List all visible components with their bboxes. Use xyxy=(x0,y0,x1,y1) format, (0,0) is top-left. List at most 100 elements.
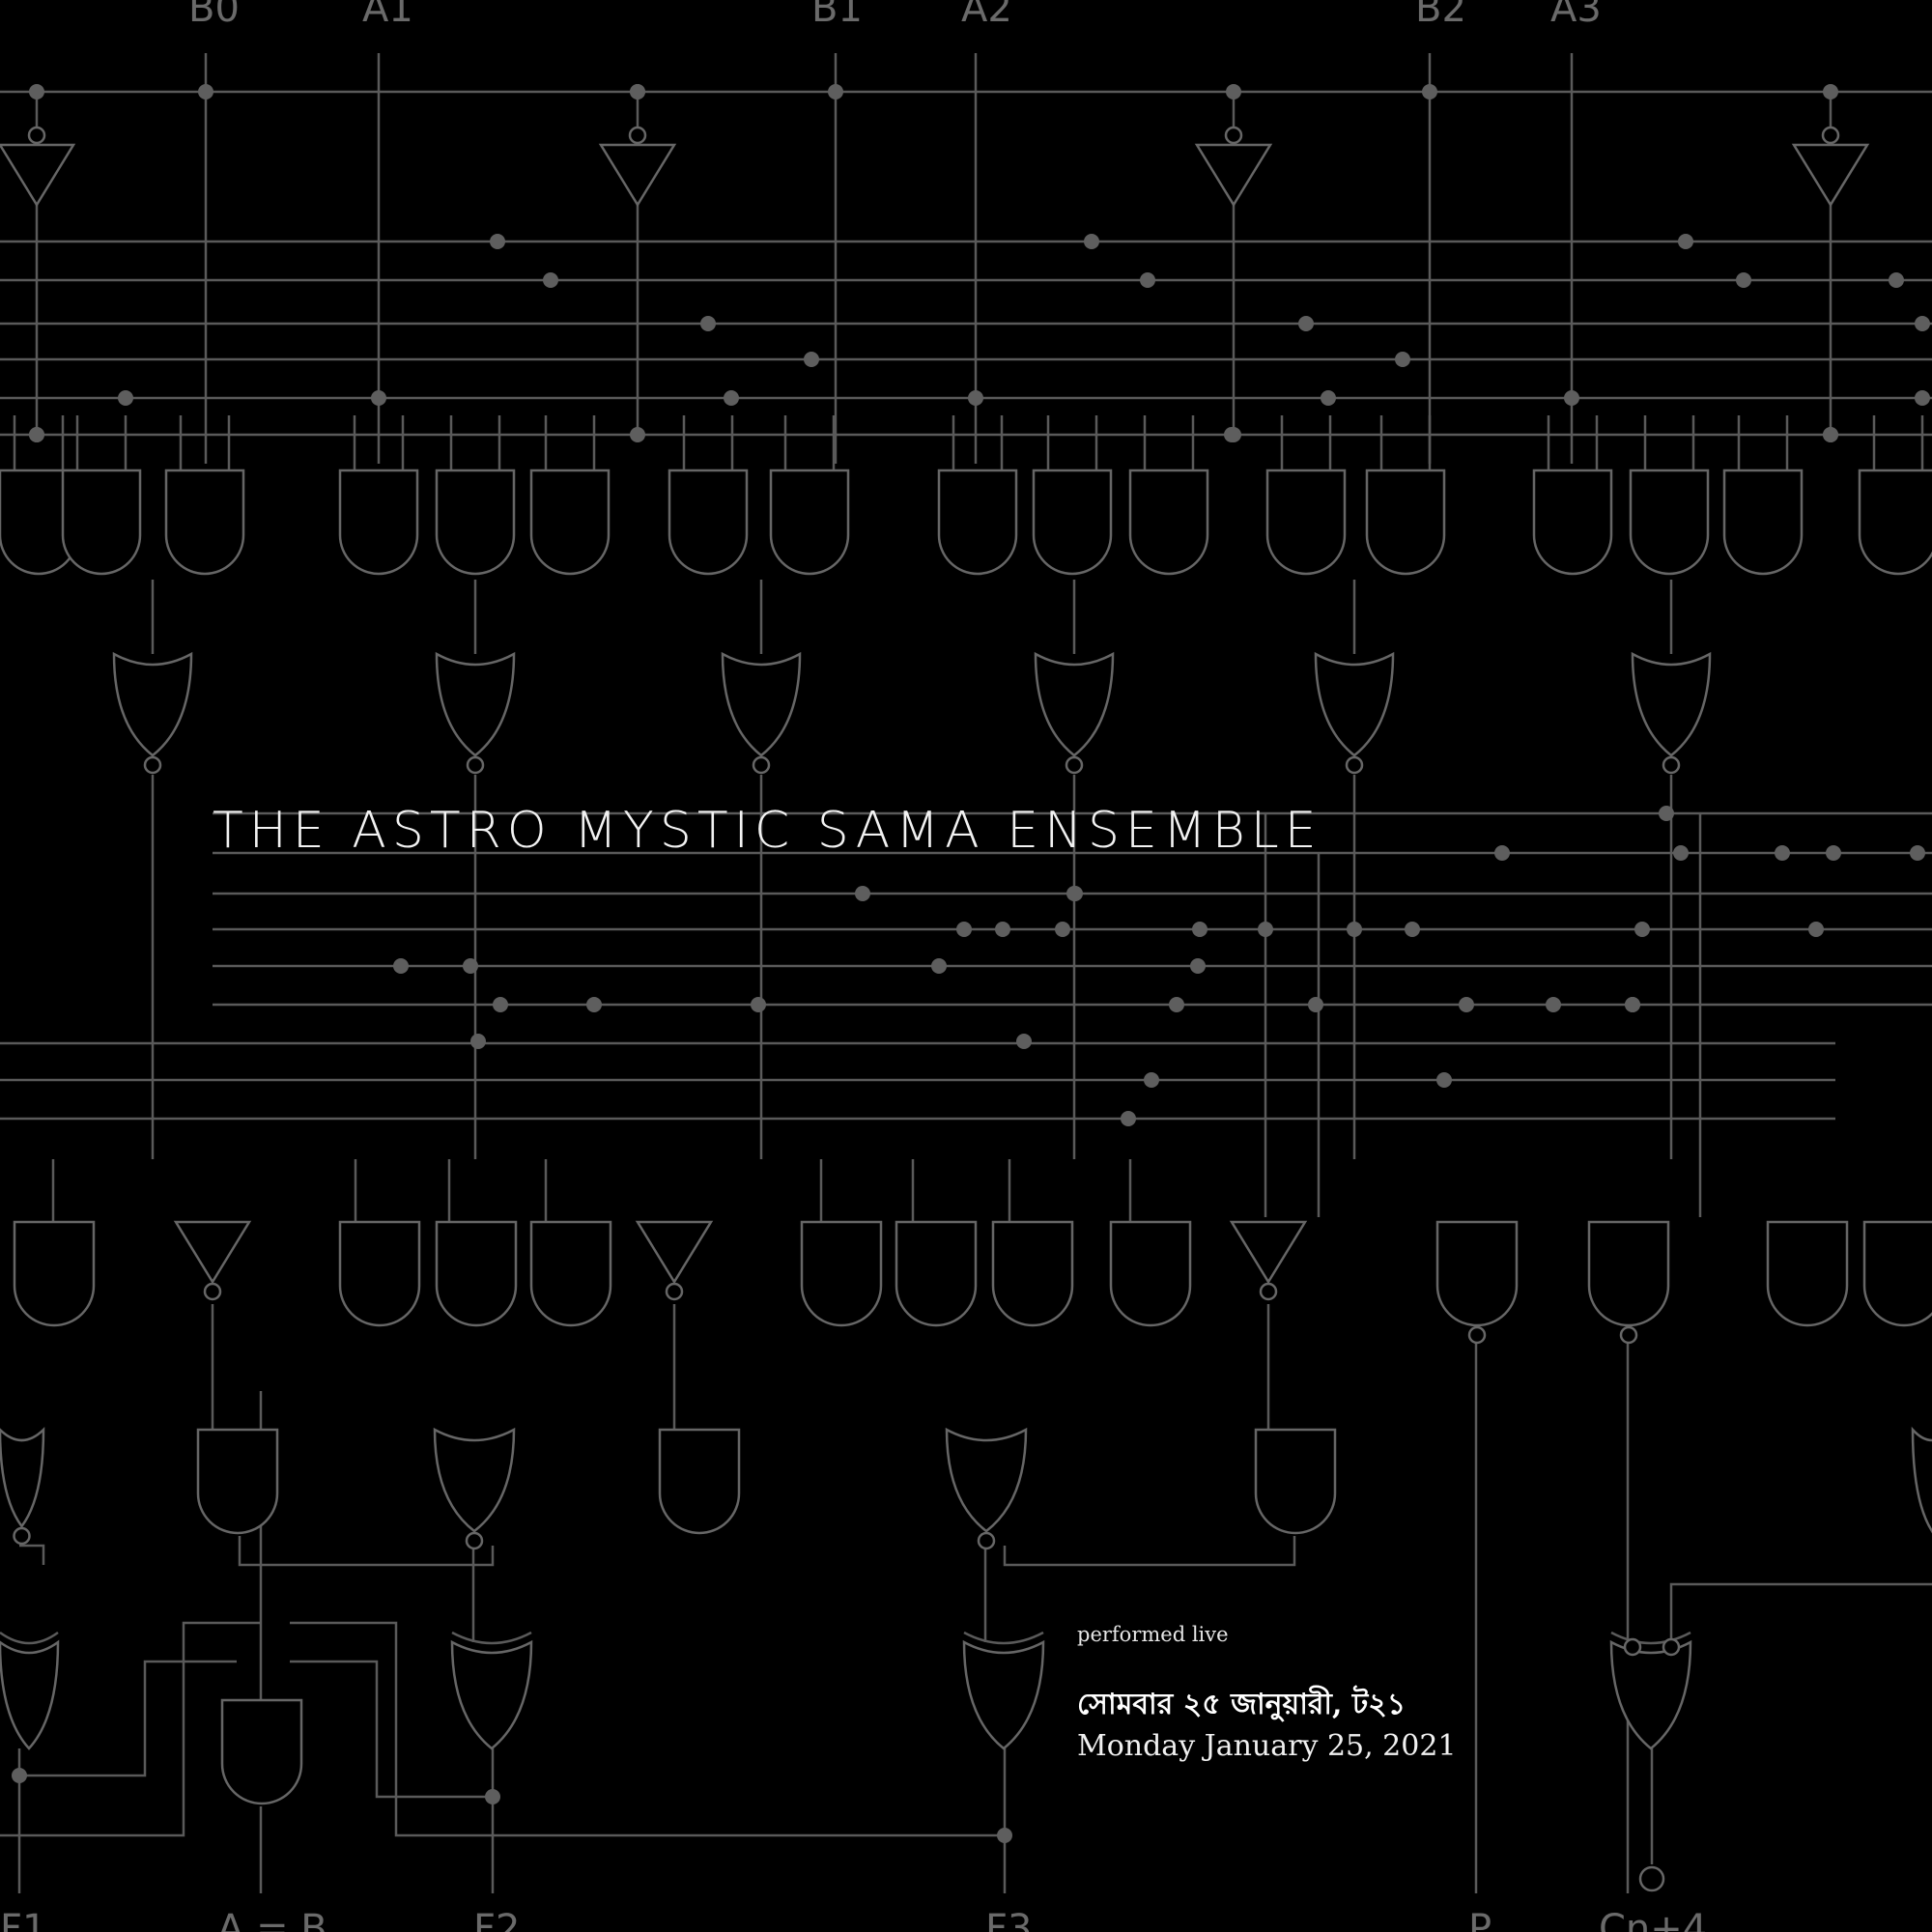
buffer-gate xyxy=(635,1220,714,1285)
xor-arc xyxy=(963,1631,1044,1645)
junction-dot xyxy=(1564,390,1579,406)
and-gate xyxy=(1587,1220,1670,1327)
inverter-bubble xyxy=(1224,126,1243,145)
junction-dot xyxy=(630,427,645,442)
pin-label-f1: F1 xyxy=(0,1907,46,1932)
inverter-gate xyxy=(0,143,76,208)
junction-dot xyxy=(485,1789,500,1804)
or-gate xyxy=(1911,1426,1932,1534)
and-gate xyxy=(991,1220,1074,1327)
junction-dot xyxy=(1673,845,1689,861)
circuit-gates xyxy=(0,126,1932,1892)
or-gate xyxy=(0,1427,45,1529)
junction-dot xyxy=(1910,845,1925,861)
inverter-bubble xyxy=(628,126,647,145)
junction-dot xyxy=(1121,1111,1136,1126)
inverter-bubble xyxy=(27,126,46,145)
or-gate xyxy=(1034,651,1115,757)
junction-dot xyxy=(1395,352,1410,367)
junction-dot xyxy=(1192,922,1208,937)
performed-live-label: performed live xyxy=(1077,1623,1229,1646)
and-gate xyxy=(435,1220,518,1327)
and-gate xyxy=(220,1698,303,1805)
junction-dot xyxy=(1659,806,1674,821)
or-gate xyxy=(112,651,193,757)
junction-dot xyxy=(1436,1072,1452,1088)
and-gate xyxy=(1265,469,1347,576)
junction-dot xyxy=(931,958,947,974)
inverter-bubble xyxy=(1821,126,1840,145)
junction-dot xyxy=(1258,922,1273,937)
inverter-bubble xyxy=(13,1526,31,1546)
and-gate xyxy=(13,1220,96,1327)
junction-dot xyxy=(29,427,44,442)
junction-dot xyxy=(724,390,739,406)
and-gate xyxy=(800,1220,883,1327)
junction-dot xyxy=(1459,997,1474,1012)
junction-dot xyxy=(586,997,602,1012)
inverter-bubble xyxy=(977,1531,996,1550)
junction-dot xyxy=(751,997,766,1012)
and-gate xyxy=(668,469,749,576)
pin-label-f2: F2 xyxy=(473,1907,520,1932)
junction-dot xyxy=(1823,84,1838,99)
buffer-gate xyxy=(173,1220,252,1285)
pin-label-b0: B0 xyxy=(188,0,240,31)
pin-label-a2: A2 xyxy=(961,0,1012,31)
junction-dot xyxy=(1321,390,1336,406)
and-gate xyxy=(1365,469,1446,576)
junction-dot xyxy=(1308,997,1323,1012)
junction-dot xyxy=(493,997,508,1012)
circuit-wires xyxy=(0,53,1932,1893)
junction-dot xyxy=(1084,234,1099,249)
inverter-gate xyxy=(1194,143,1273,208)
junction-dot xyxy=(1224,427,1239,442)
xor-arc xyxy=(0,1631,59,1645)
pin-label-b2: B2 xyxy=(1415,0,1466,31)
wire xyxy=(238,1536,495,1567)
date-english: Monday January 25, 2021 xyxy=(1077,1729,1457,1763)
junction-dot xyxy=(1405,922,1420,937)
inverter-bubble xyxy=(203,1282,222,1301)
junction-dot xyxy=(1422,84,1437,99)
junction-dot xyxy=(1055,922,1070,937)
circuit-junctions xyxy=(12,84,1930,1843)
junction-dot xyxy=(804,352,819,367)
junction-dot xyxy=(543,272,558,288)
and-gate xyxy=(529,1220,612,1327)
junction-dot xyxy=(1823,427,1838,442)
and-gate xyxy=(61,469,142,576)
and-gate xyxy=(769,469,850,576)
xor-arc xyxy=(1610,1631,1691,1645)
junction-dot xyxy=(1625,997,1640,1012)
junction-dot xyxy=(1736,272,1751,288)
or-gate xyxy=(721,651,802,757)
and-gate xyxy=(1109,1220,1192,1327)
buffer-gate xyxy=(1229,1220,1308,1285)
inverter-bubble xyxy=(752,755,771,775)
or-gate xyxy=(1609,1639,1692,1750)
junction-dot xyxy=(1634,922,1650,937)
and-gate xyxy=(1629,469,1710,576)
junction-dot xyxy=(393,958,409,974)
junction-dot xyxy=(490,234,505,249)
wire xyxy=(290,1660,493,1799)
inverter-gate xyxy=(598,143,677,208)
or-gate xyxy=(435,651,516,757)
pin-labels: B0 A1 B1 A2 B2 A3 F1 A = B F2 F3 P Cn+4 xyxy=(0,0,1707,1932)
and-gate xyxy=(895,1220,978,1327)
or-gate xyxy=(945,1427,1028,1533)
wire xyxy=(24,1660,237,1777)
junction-dot xyxy=(29,84,44,99)
inverter-bubble xyxy=(466,755,485,775)
junction-dot xyxy=(12,1768,27,1783)
inverter-bubble xyxy=(1467,1325,1487,1345)
inverter-gate xyxy=(1791,143,1870,208)
inverter-bubble xyxy=(143,755,162,775)
junction-dot xyxy=(855,886,870,901)
junction-dot xyxy=(1144,1072,1159,1088)
inverter-bubble xyxy=(465,1531,484,1550)
pin-label-a3: A3 xyxy=(1550,0,1602,31)
junction-dot xyxy=(995,922,1010,937)
junction-dot xyxy=(700,316,716,331)
